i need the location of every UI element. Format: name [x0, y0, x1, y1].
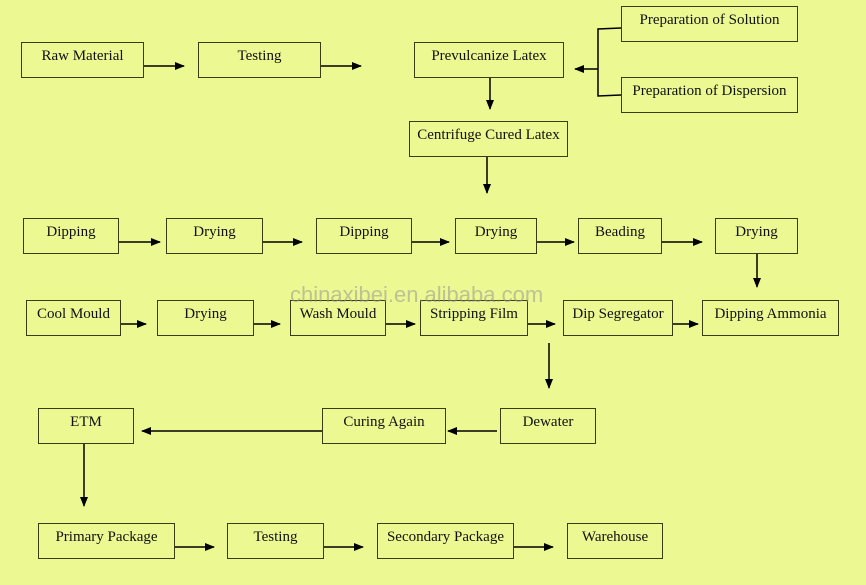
node-primary-package: Primary Package	[38, 523, 175, 559]
node-drying: Drying	[166, 218, 263, 254]
node-warehouse: Warehouse	[567, 523, 663, 559]
node-dipping-ammonia: Dipping Ammonia	[702, 300, 839, 336]
node-drying: Drying	[715, 218, 798, 254]
node-drying: Drying	[157, 300, 254, 336]
node-testing: Testing	[227, 523, 324, 559]
node-dipping: Dipping	[23, 218, 119, 254]
node-dip-segregator: Dip Segregator	[563, 300, 673, 336]
node-dewater: Dewater	[500, 408, 596, 444]
node-drying: Drying	[455, 218, 537, 254]
bracket-preparations	[597, 27, 622, 97]
node-wash-mould: Wash Mould	[290, 300, 386, 336]
node-prevulcanize-latex: Prevulcanize Latex	[414, 42, 564, 78]
node-curing-again: Curing Again	[322, 408, 446, 444]
node-raw-material: Raw Material	[21, 42, 144, 78]
node-centrifuge-cured-latex: Centrifuge Cured Latex	[409, 121, 568, 157]
node-beading: Beading	[578, 218, 662, 254]
node-preparation-of-dispersion: Preparation of Dispersion	[621, 77, 798, 113]
node-testing: Testing	[198, 42, 321, 78]
node-secondary-package: Secondary Package	[377, 523, 514, 559]
node-stripping-film: Stripping Film	[420, 300, 528, 336]
node-preparation-of-solution: Preparation of Solution	[621, 6, 798, 42]
node-etm: ETM	[38, 408, 134, 444]
node-dipping: Dipping	[316, 218, 412, 254]
node-cool-mould: Cool Mould	[26, 300, 121, 336]
